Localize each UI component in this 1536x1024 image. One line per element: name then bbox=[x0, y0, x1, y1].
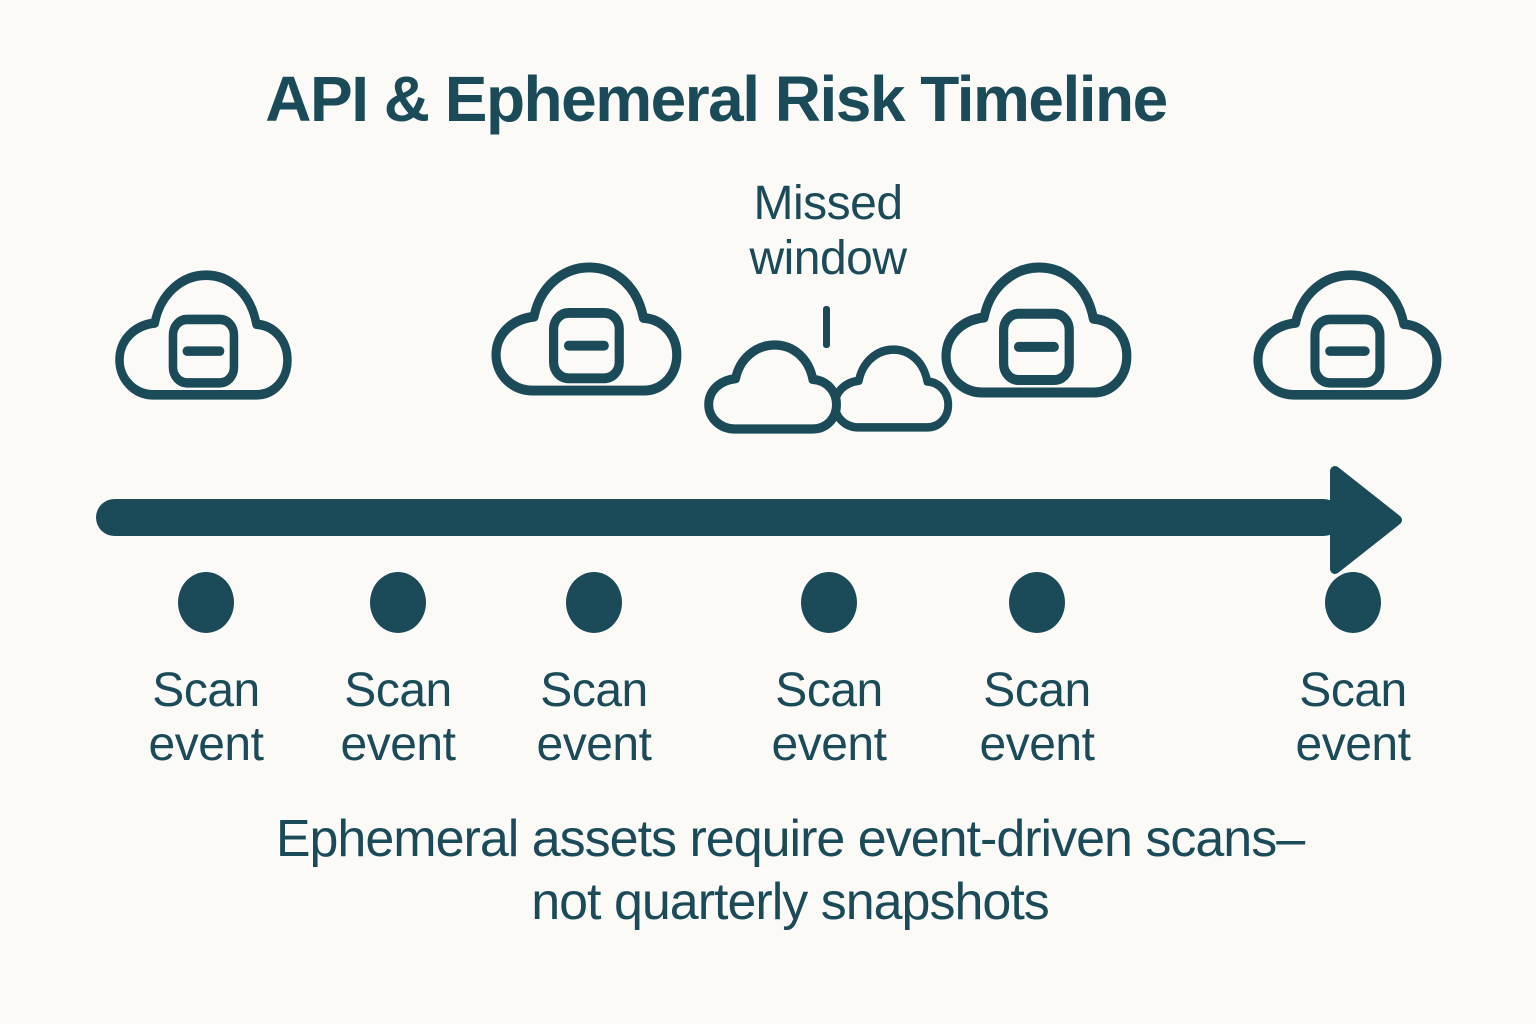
scan-event-label: Scan event bbox=[979, 664, 1095, 771]
missed-window-line1: Missed bbox=[753, 177, 903, 230]
ephemeral-cloud-icon bbox=[830, 345, 954, 432]
scan-event: Scan event bbox=[719, 572, 939, 772]
scan-event: Scan event bbox=[484, 572, 704, 772]
cloud-scan-icon bbox=[488, 260, 686, 398]
scan-event: Scan event bbox=[288, 572, 508, 772]
missed-window-pointer-line bbox=[823, 306, 830, 348]
scan-event-label: Scan event bbox=[340, 664, 456, 771]
ephemeral-cloud-icon bbox=[703, 340, 843, 434]
timeline-axis-line bbox=[96, 499, 1342, 536]
cloud-scan-icon bbox=[1250, 268, 1446, 402]
scan-event-dot bbox=[178, 572, 234, 633]
cloud-scan-icon bbox=[112, 268, 296, 402]
scan-event-label: Scan event bbox=[771, 664, 887, 771]
scan-event-dot bbox=[370, 572, 426, 633]
timeline-arrowhead-icon bbox=[1330, 466, 1402, 574]
scan-event: Scan event bbox=[96, 572, 316, 772]
scan-event-label: Scan event bbox=[1295, 664, 1411, 771]
scan-event-dot bbox=[1009, 572, 1065, 633]
scan-event-label: Scan event bbox=[536, 664, 652, 771]
caption-line2: not quarterly snapshots bbox=[531, 873, 1050, 932]
scan-event-dot bbox=[1325, 572, 1381, 633]
scan-event-dot bbox=[801, 572, 857, 633]
caption-line1: Ephemeral assets require event-driven sc… bbox=[275, 810, 1305, 868]
scan-event: Scan event bbox=[927, 572, 1147, 772]
caption: Ephemeral assets require event-driven sc… bbox=[44, 808, 1536, 935]
page-title: API & Ephemeral Risk Timeline bbox=[265, 63, 1168, 135]
missed-window-label: Missed window bbox=[628, 176, 1028, 286]
cloud-scan-icon bbox=[938, 260, 1136, 400]
missed-window-line2: window bbox=[749, 232, 907, 286]
scan-event-dot bbox=[566, 572, 622, 633]
scan-event-label: Scan event bbox=[148, 664, 264, 771]
scan-event: Scan event bbox=[1243, 572, 1463, 772]
